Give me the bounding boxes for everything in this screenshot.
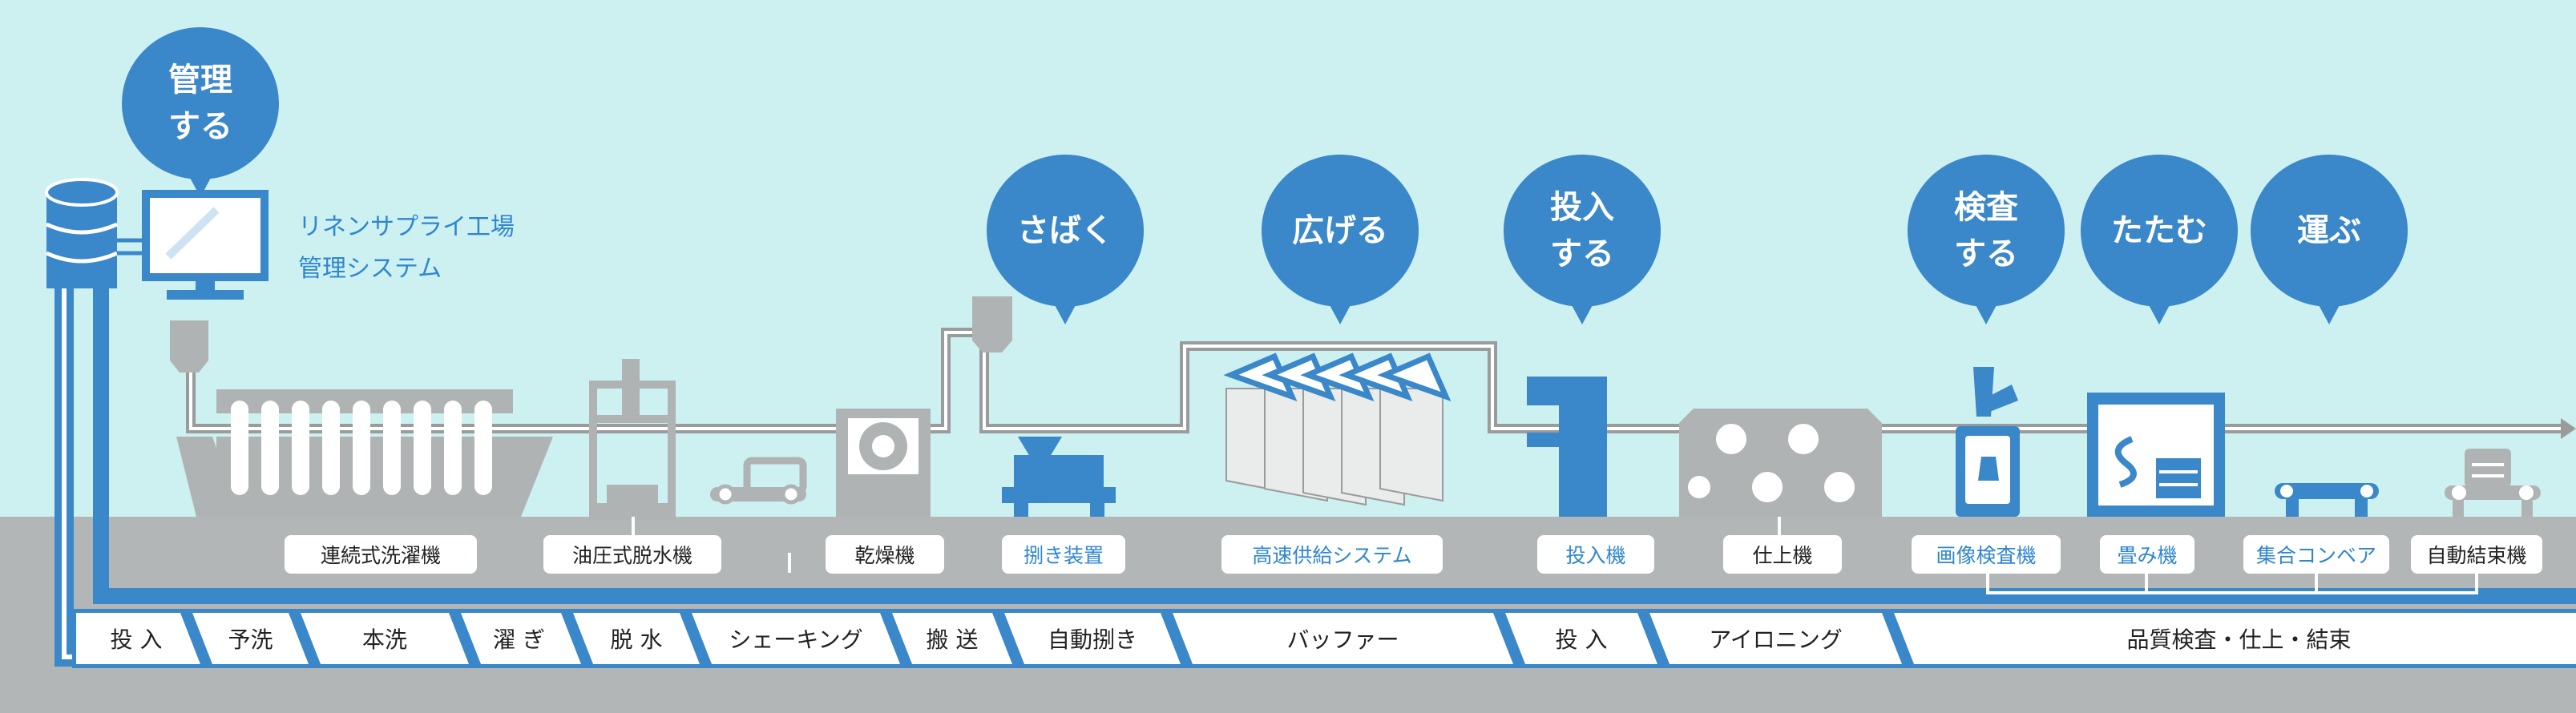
bubble-feed: 投入 する: [1504, 155, 1661, 324]
management-system-label: リネンサプライ工場 管理システム: [298, 213, 515, 283]
step-inspection-finishing-bundling: 品質検査・仕上・結束: [2126, 626, 2352, 653]
buffer-sheets-illustration: [1223, 352, 1452, 506]
machine-label-feeder: 投入機: [1537, 535, 1654, 574]
bubble-fold: たたむ: [2081, 155, 2238, 324]
ironer-illustration: [1679, 409, 1882, 517]
step-dewatering: 脱 水: [610, 626, 663, 653]
image-inspection-illustration: [1956, 367, 2020, 517]
machine-label-continuous-washer: 連続式洗濯機: [285, 535, 477, 574]
machine-label-separator: 捌き装置: [1002, 535, 1125, 574]
bubble-inspect: 検査 する: [1908, 155, 2065, 324]
machine-label-high-speed-feed-system: 高速供給システム: [1221, 535, 1443, 574]
bubble-carry: 運ぶ: [2251, 155, 2408, 324]
step-ironing: アイロニング: [1709, 626, 1843, 653]
bundling-machine-illustration: [2445, 449, 2541, 517]
step-main-wash: 本洗: [361, 626, 407, 653]
folder-illustration: [2087, 393, 2225, 517]
bubble-spread: 広げる: [1262, 155, 1419, 324]
feeder-illustration: [1527, 377, 1607, 517]
hopper-icon: [972, 296, 1012, 352]
step-shaking: シェーキング: [729, 626, 863, 653]
step-auto-separation: 自動捌き: [1047, 626, 1137, 653]
machine-label-collection-conveyor: 集合コンベア: [2243, 535, 2389, 574]
step-rinse: 濯 ぎ: [493, 626, 545, 653]
step-feeding: 投 入: [1555, 626, 1608, 653]
shuttle-cart-illustration: [710, 457, 807, 505]
step-loading: 投 入: [110, 626, 163, 653]
conveyor-line: [189, 331, 2561, 430]
machine-label-ironer: 仕上機: [1723, 535, 1842, 574]
machine-label-dryer: 乾燥機: [826, 535, 944, 574]
bubble-manage: 管理 する: [122, 27, 279, 197]
separator-illustration: [1002, 437, 1116, 517]
step-prewash: 予洗: [228, 626, 273, 653]
step-transport: 搬 送: [926, 626, 979, 653]
step-buffer: バッファー: [1286, 626, 1399, 653]
monitor-icon: [142, 190, 269, 300]
collection-conveyor-illustration: [2275, 483, 2379, 517]
hopper-icon: [170, 320, 208, 373]
dryer-illustration: [836, 409, 931, 517]
blue-route-inner: [93, 288, 2576, 604]
hydraulic-press-illustration: [589, 359, 676, 521]
machine-label-hydraulic-extractor: 油圧式脱水機: [543, 535, 721, 574]
machine-label-folder: 畳み機: [2100, 535, 2194, 574]
machine-label-bundler: 自動結束機: [2411, 535, 2542, 574]
machine-label-image-inspection: 画像検査機: [1912, 535, 2061, 574]
database-icon: [45, 178, 119, 288]
label-connectors: [632, 517, 2478, 594]
bubble-separate: さばく: [987, 155, 1144, 324]
continuous-washer-illustration: [176, 389, 553, 517]
